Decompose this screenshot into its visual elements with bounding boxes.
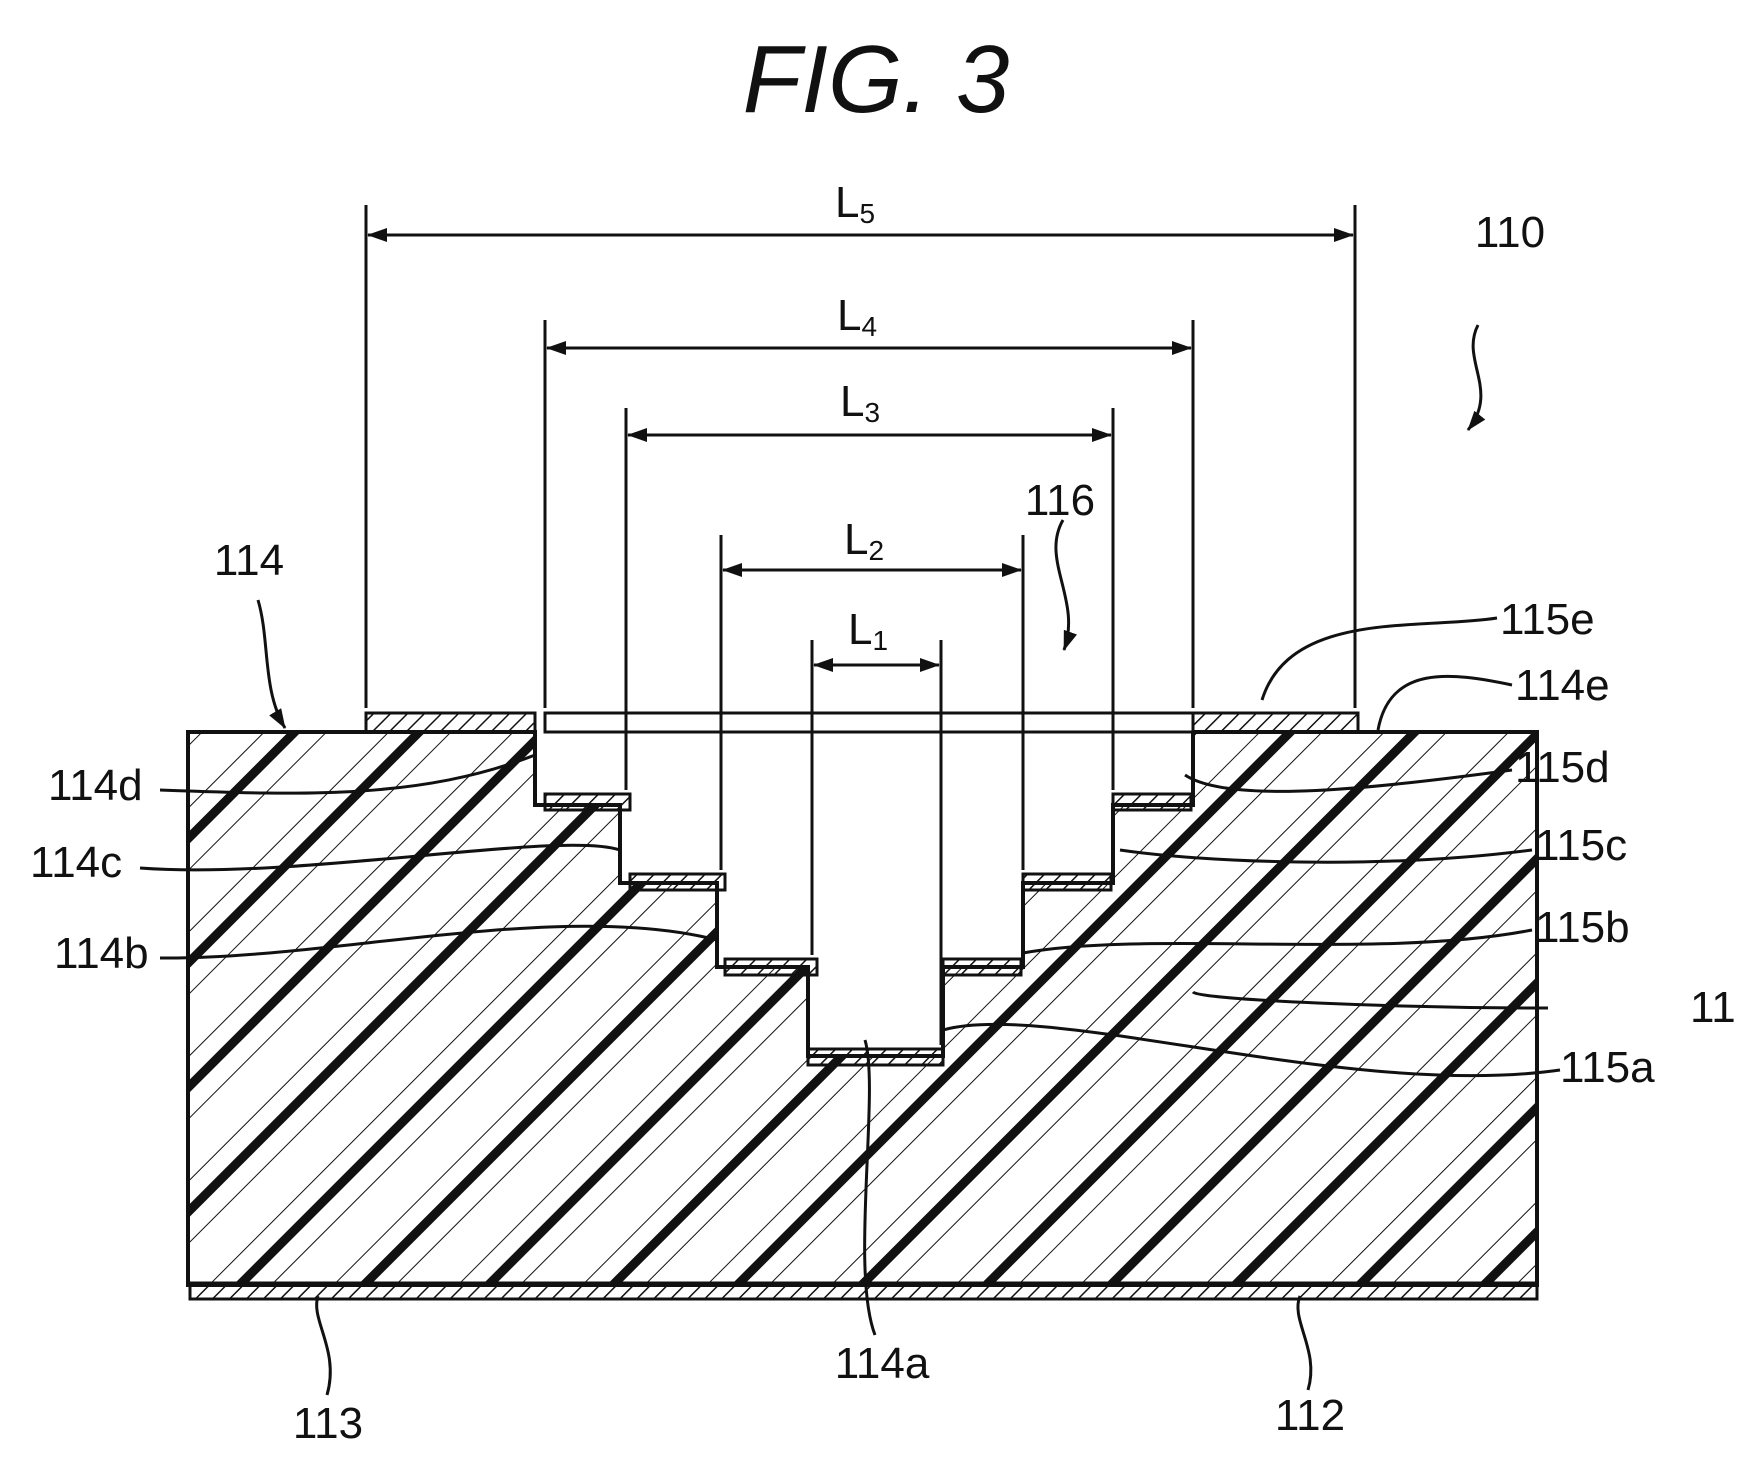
figure-title: FIG. 3 (743, 26, 1010, 133)
ref-film-e: 115e (1500, 595, 1595, 644)
film-115b-right (943, 959, 1021, 975)
ref-bottom-electrode-b: 113 (293, 1399, 363, 1448)
ref-bottom-electrode-a: 112 (1275, 1391, 1345, 1440)
ref-layer: 114 (214, 536, 284, 585)
film-115d-right (1113, 794, 1191, 810)
dimension-label-l1: L1 (848, 605, 888, 656)
film-115b-left (725, 959, 817, 975)
film-115c-left (630, 874, 725, 890)
ref-step-d: 114d (48, 761, 143, 810)
ref-film-d: 115d (1515, 743, 1610, 792)
bottom-electrode-film (190, 1283, 1537, 1299)
film-115e-left (366, 713, 535, 732)
dimension-label-l3: L3 (840, 377, 880, 428)
ref-step-a: 114a (835, 1339, 930, 1388)
ref-film-c: 115c (1535, 821, 1627, 870)
dimension-label-l4: L4 (837, 291, 877, 342)
film-115d-left (545, 794, 630, 810)
ref-step-c: 114c (30, 838, 122, 887)
substrate-body (188, 732, 1537, 1292)
ref-step-e: 114e (1515, 661, 1610, 710)
ref-opening: 116 (1025, 476, 1095, 525)
ref-device: 110 (1475, 208, 1545, 257)
dimension-label-l5: L5 (835, 178, 875, 229)
dimension-label-l2: L2 (844, 515, 884, 566)
film-115c-right (1023, 874, 1111, 890)
ref-substrate: 11 (1690, 983, 1736, 1032)
ref-step-b: 114b (54, 929, 149, 978)
film-115e-right (1193, 713, 1358, 732)
top-opening-band (545, 713, 1193, 732)
ref-film-b: 115b (1535, 903, 1630, 952)
film-115a (808, 1049, 943, 1065)
ref-film-a: 115a (1560, 1043, 1655, 1092)
